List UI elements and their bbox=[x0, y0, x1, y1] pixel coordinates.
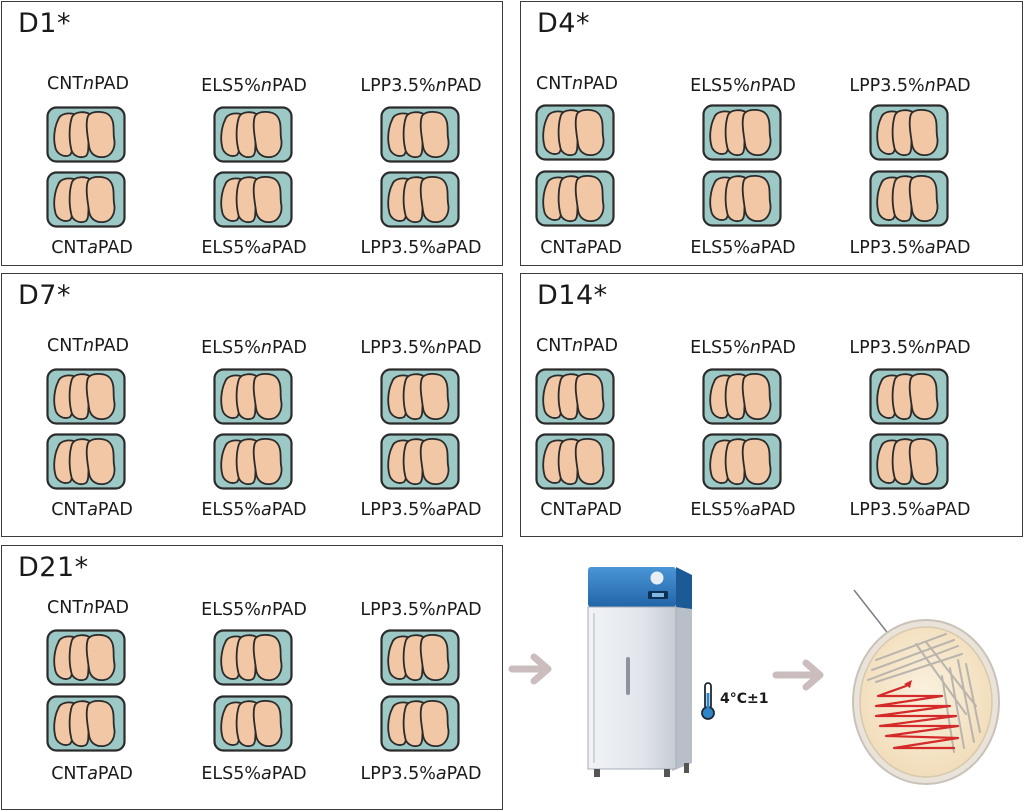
meat-tray-icon bbox=[46, 433, 126, 490]
label-cnt-a: CNTaPAD bbox=[540, 500, 622, 520]
meat-tray-icon bbox=[46, 171, 126, 228]
meat-tray-icon bbox=[213, 368, 293, 425]
temperature-label: 4°C±1 bbox=[720, 691, 769, 707]
panel-title: D7* bbox=[18, 280, 71, 311]
meat-tray-icon bbox=[213, 433, 293, 490]
label-cnt-n: CNTnPAD bbox=[536, 336, 618, 356]
panel-d21: D21* CNTnPAD ELS5%nPAD LPP3.5%nPAD bbox=[1, 545, 503, 810]
meat-tray-icon bbox=[380, 629, 460, 686]
petri-dish-icon bbox=[852, 589, 1000, 785]
meat-tray-icon bbox=[380, 433, 460, 490]
panel-title: D21* bbox=[18, 552, 89, 583]
label-lpp-a: LPP3.5%aPAD bbox=[849, 238, 971, 258]
label-cnt-a: CNTaPAD bbox=[51, 238, 133, 258]
meat-tray-icon bbox=[702, 433, 782, 490]
label-els-n: ELS5%nPAD bbox=[201, 338, 307, 358]
meat-tray-icon bbox=[869, 368, 949, 425]
meat-tray-icon bbox=[380, 695, 460, 752]
label-els-n: ELS5%nPAD bbox=[690, 76, 796, 96]
label-els-a: ELS5%aPAD bbox=[201, 764, 307, 784]
meat-tray-icon bbox=[869, 104, 949, 161]
label-lpp-a: LPP3.5%aPAD bbox=[849, 500, 971, 520]
label-cnt-a: CNTaPAD bbox=[540, 238, 622, 258]
refrigerator-icon bbox=[587, 567, 692, 777]
meat-tray-icon bbox=[46, 106, 126, 163]
label-lpp-n: LPP3.5%nPAD bbox=[360, 76, 482, 96]
meat-tray-icon bbox=[535, 104, 615, 161]
meat-tray-icon bbox=[380, 368, 460, 425]
panel-title: D4* bbox=[537, 8, 590, 39]
label-lpp-a: LPP3.5%aPAD bbox=[360, 500, 482, 520]
label-cnt-a: CNTaPAD bbox=[51, 764, 133, 784]
label-els-a: ELS5%aPAD bbox=[690, 500, 796, 520]
panel-title: D14* bbox=[537, 280, 608, 311]
meat-tray-icon bbox=[702, 104, 782, 161]
label-els-n: ELS5%nPAD bbox=[690, 338, 796, 358]
arrow-right-icon bbox=[508, 653, 552, 685]
meat-tray-icon bbox=[213, 171, 293, 228]
label-lpp-n: LPP3.5%nPAD bbox=[360, 600, 482, 620]
label-lpp-n: LPP3.5%nPAD bbox=[360, 338, 482, 358]
arrow-right-icon bbox=[772, 659, 824, 691]
label-cnt-n: CNTnPAD bbox=[47, 598, 129, 618]
meat-tray-icon bbox=[213, 629, 293, 686]
panel-d1: D1* CNTnPAD ELS5%nPAD LPP3.5%nPAD bbox=[1, 1, 503, 266]
label-els-a: ELS5%aPAD bbox=[201, 238, 307, 258]
label-els-a: ELS5%aPAD bbox=[201, 500, 307, 520]
thermometer-icon bbox=[701, 682, 715, 720]
meat-tray-icon bbox=[213, 106, 293, 163]
label-lpp-n: LPP3.5%nPAD bbox=[849, 76, 971, 96]
label-cnt-n: CNTnPAD bbox=[47, 74, 129, 94]
meat-tray-icon bbox=[380, 106, 460, 163]
meat-tray-icon bbox=[46, 368, 126, 425]
meat-tray-icon bbox=[46, 629, 126, 686]
label-els-n: ELS5%nPAD bbox=[201, 76, 307, 96]
meat-tray-icon bbox=[702, 170, 782, 227]
label-lpp-n: LPP3.5%nPAD bbox=[849, 338, 971, 358]
meat-tray-icon bbox=[535, 433, 615, 490]
meat-tray-icon bbox=[213, 695, 293, 752]
meat-tray-icon bbox=[869, 433, 949, 490]
label-lpp-a: LPP3.5%aPAD bbox=[360, 238, 482, 258]
meat-tray-icon bbox=[535, 170, 615, 227]
label-cnt-a: CNTaPAD bbox=[51, 500, 133, 520]
panel-title: D1* bbox=[18, 8, 71, 39]
panel-d4: D4* CNTnPAD ELS5%nPAD LPP3.5%nPAD bbox=[520, 1, 1023, 266]
label-cnt-n: CNTnPAD bbox=[47, 336, 129, 356]
meat-tray-icon bbox=[702, 368, 782, 425]
label-els-n: ELS5%nPAD bbox=[201, 600, 307, 620]
panel-d7: D7* CNTnPAD ELS5%nPAD LPP3.5%nPAD bbox=[1, 273, 503, 537]
meat-tray-icon bbox=[46, 695, 126, 752]
meat-tray-icon bbox=[869, 170, 949, 227]
label-cnt-n: CNTnPAD bbox=[536, 74, 618, 94]
label-lpp-a: LPP3.5%aPAD bbox=[360, 764, 482, 784]
meat-tray-icon bbox=[380, 171, 460, 228]
label-els-a: ELS5%aPAD bbox=[690, 238, 796, 258]
panel-d14: D14* CNTnPAD ELS5%nPAD LPP3.5%nPAD bbox=[520, 273, 1023, 537]
meat-tray-icon bbox=[535, 368, 615, 425]
